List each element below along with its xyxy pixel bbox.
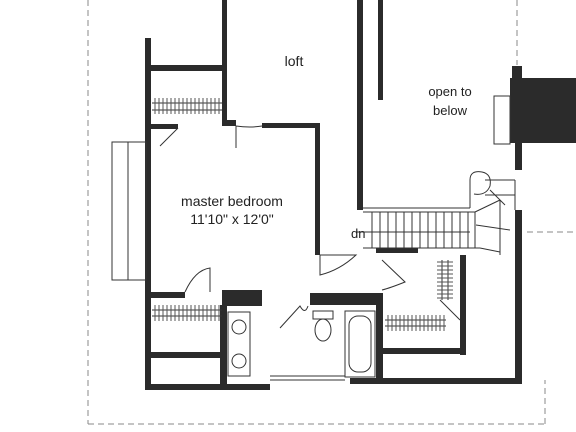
hanger-ticks [154,98,453,331]
door-swing [381,259,406,291]
door-swing [319,254,358,276]
toilet-bowl [314,318,332,342]
sink [231,319,247,335]
sink [231,353,247,369]
window [111,141,147,281]
bathtub [344,310,376,378]
fixtures [111,95,516,381]
walls [145,0,576,390]
stair-treads [356,171,516,255]
door-swing [235,125,263,148]
door-swing [439,299,461,321]
master-bedroom-label: master bedroom [181,193,283,209]
master-bedroom-size: 11'10" x 12'0" [190,211,274,227]
open-to-below-label-line1: open to [428,84,471,99]
stair-down-label: dn [351,226,365,241]
door-swing [159,127,179,147]
open-to-below-label-line2: below [433,103,468,118]
toilet-tank [312,310,334,320]
door-swing [184,267,211,293]
vanity [227,311,251,377]
door-swing [279,305,309,329]
roof-outline [87,0,576,425]
loft-label: loft [285,53,304,69]
